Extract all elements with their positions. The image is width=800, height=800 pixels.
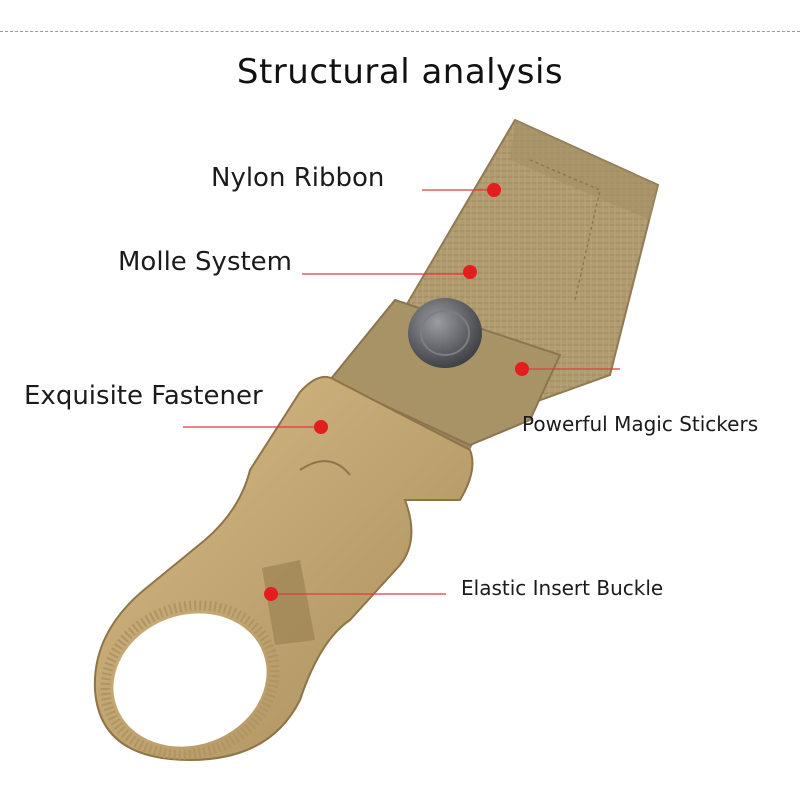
marker-magic-stickers — [515, 362, 529, 376]
snap-button-icon — [408, 298, 482, 368]
label-powerful-magic-stickers: Powerful Magic Stickers — [522, 412, 759, 436]
label-nylon-ribbon: Nylon Ribbon — [211, 163, 385, 193]
marker-nylon-ribbon — [487, 183, 501, 197]
top-dashed-divider — [0, 31, 800, 32]
diagram-title: Structural analysis — [236, 52, 564, 92]
marker-molle-system — [463, 265, 477, 279]
label-exquisite-fastener: Exquisite Fastener — [24, 381, 263, 411]
label-elastic-insert-buckle: Elastic Insert Buckle — [461, 576, 664, 600]
marker-dots — [264, 183, 529, 601]
marker-buckle — [264, 587, 278, 601]
label-molle-system: Molle System — [118, 247, 293, 277]
leader-lines — [183, 189, 620, 595]
marker-fastener — [314, 420, 328, 434]
buckle-body — [93, 376, 474, 762]
